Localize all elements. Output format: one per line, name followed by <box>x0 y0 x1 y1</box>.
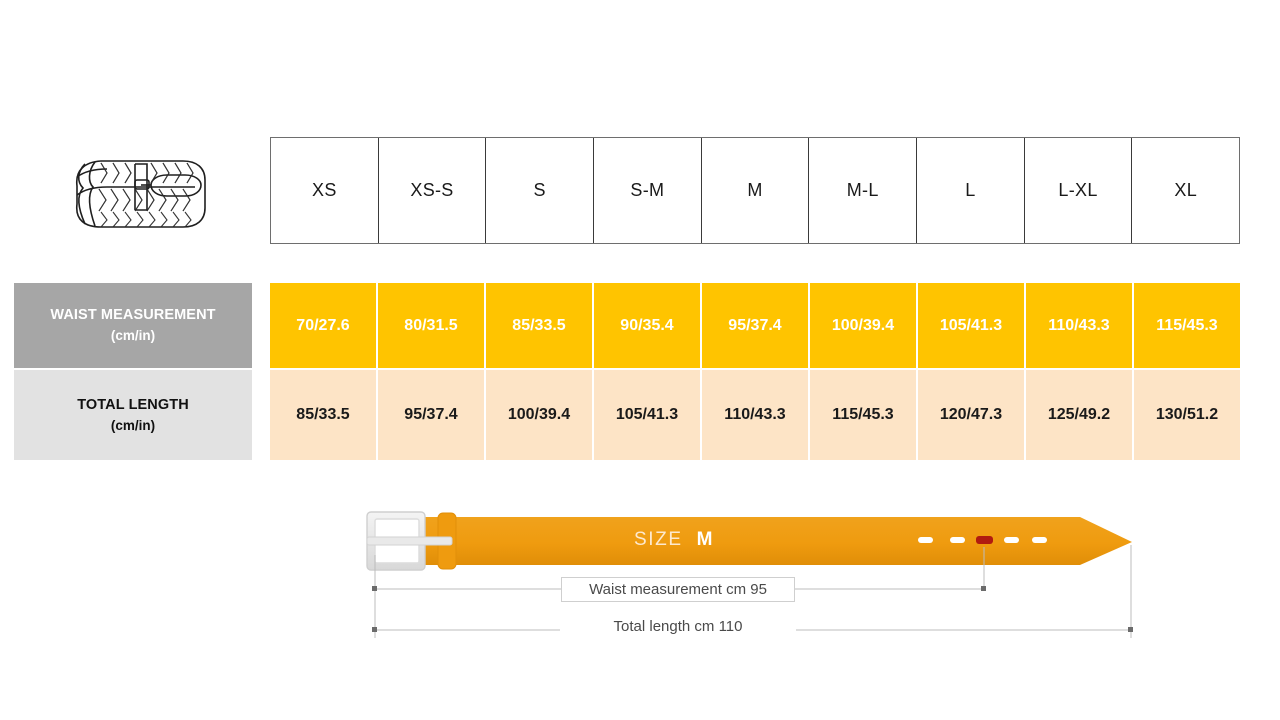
dimension-lines <box>374 545 1132 638</box>
waist-cell: 110/43.3 <box>1026 283 1134 368</box>
dimension-end-markers <box>372 586 1133 632</box>
length-label-line2: (cm/in) <box>110 417 156 433</box>
length-cell: 110/43.3 <box>702 370 810 460</box>
waist-cell: 70/27.6 <box>270 283 378 368</box>
waist-cell: 115/45.3 <box>1134 283 1240 368</box>
total-length-label: TOTAL LENGTH (cm/in) <box>14 370 252 460</box>
waist-cell: 85/33.5 <box>486 283 594 368</box>
braided-belt-icon <box>55 140 215 240</box>
length-cell: 95/37.4 <box>378 370 486 460</box>
waist-cell: 105/41.3 <box>918 283 1026 368</box>
length-cell: 100/39.4 <box>486 370 594 460</box>
size-header-table: XS XS-S S S-M M M-L L L-XL XL <box>270 137 1240 244</box>
size-header-cell: L-XL <box>1025 138 1133 243</box>
waist-measurement-row: 70/27.6 80/31.5 85/33.5 90/35.4 95/37.4 … <box>270 283 1240 368</box>
waist-label-line1: WAIST MEASUREMENT <box>50 307 216 324</box>
waist-measurement-label: WAIST MEASUREMENT (cm/in) <box>14 283 252 368</box>
size-header-cell: XS <box>271 138 379 243</box>
waist-cell: 90/35.4 <box>594 283 702 368</box>
length-cell: 85/33.5 <box>270 370 378 460</box>
waist-cell: 100/39.4 <box>810 283 918 368</box>
length-label-line1: TOTAL LENGTH <box>77 396 189 413</box>
waist-cell: 95/37.4 <box>702 283 810 368</box>
waist-cell: 80/31.5 <box>378 283 486 368</box>
total-length-dimension-callout: Total length cm 110 <box>560 618 796 635</box>
highlighted-belt-hole <box>976 536 993 544</box>
size-header-cell: S <box>486 138 595 243</box>
belt-holes <box>918 536 1047 544</box>
waist-label-line2: (cm/in) <box>110 328 156 344</box>
belt-strap <box>424 512 1132 570</box>
size-header-cell: XS-S <box>379 138 487 243</box>
size-header-cell: S-M <box>594 138 702 243</box>
length-cell: 125/49.2 <box>1026 370 1134 460</box>
length-cell: 120/47.3 <box>918 370 1026 460</box>
length-cell: 130/51.2 <box>1134 370 1240 460</box>
total-length-row: 85/33.5 95/37.4 100/39.4 105/41.3 110/43… <box>270 370 1240 460</box>
belt-measurement-diagram <box>0 495 1280 655</box>
size-header-cell: M-L <box>809 138 918 243</box>
waist-dimension-callout: Waist measurement cm 95 <box>561 577 795 602</box>
length-cell: 105/41.3 <box>594 370 702 460</box>
length-cell: 115/45.3 <box>810 370 918 460</box>
size-header-cell: L <box>917 138 1025 243</box>
size-header-cell: M <box>702 138 810 243</box>
size-header-cell: XL <box>1174 180 1198 200</box>
belt-buckle <box>366 511 453 571</box>
